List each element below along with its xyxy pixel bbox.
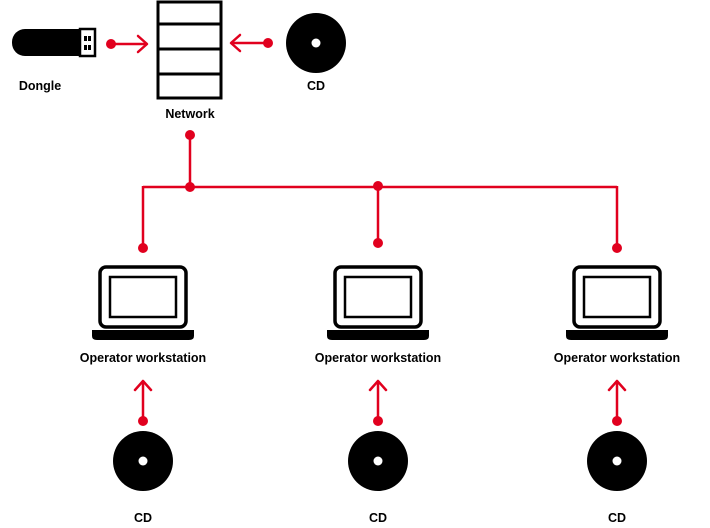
dot-bus-center <box>373 181 383 191</box>
dot-network-cd <box>263 38 273 48</box>
cd-disc-icon <box>113 431 173 491</box>
server-icon <box>156 0 223 100</box>
workstation-label: Operator workstation <box>554 351 680 365</box>
dot-workstation-2-top <box>373 238 383 248</box>
cd-disc-icon <box>286 13 346 73</box>
laptop-icon <box>566 265 668 340</box>
laptop-icon <box>92 265 194 340</box>
arrowhead-dongle-to-network <box>136 34 149 54</box>
dot-workstation-1-top <box>138 243 148 253</box>
workstation-label: Operator workstation <box>315 351 441 365</box>
dot-bus-network <box>185 182 195 192</box>
connector-dots <box>106 38 622 426</box>
dot-cd-3 <box>612 416 622 426</box>
cd-disc-icon <box>348 431 408 491</box>
dongle-label: Dongle <box>19 79 61 93</box>
arrowhead-cd-to-workstation-1 <box>133 379 153 392</box>
usb-dongle-icon <box>12 27 97 58</box>
arrowhead-cd-to-workstation-2 <box>368 379 388 392</box>
workstation-cd-label: CD <box>608 511 626 525</box>
network-label: Network <box>165 107 214 121</box>
workstation-cd-label: CD <box>369 511 387 525</box>
dot-dongle <box>106 39 116 49</box>
workstation-label: Operator workstation <box>80 351 206 365</box>
dot-network-bottom <box>185 130 195 140</box>
workstation-cd-label: CD <box>134 511 152 525</box>
cd-disc-icon <box>587 431 647 491</box>
network-cd-label: CD <box>307 79 325 93</box>
dot-cd-1 <box>138 416 148 426</box>
dot-cd-2 <box>373 416 383 426</box>
dot-workstation-3-top <box>612 243 622 253</box>
arrowhead-cd-to-workstation-3 <box>607 379 627 392</box>
arrowhead-cd-to-network <box>229 33 242 53</box>
laptop-icon <box>327 265 429 340</box>
